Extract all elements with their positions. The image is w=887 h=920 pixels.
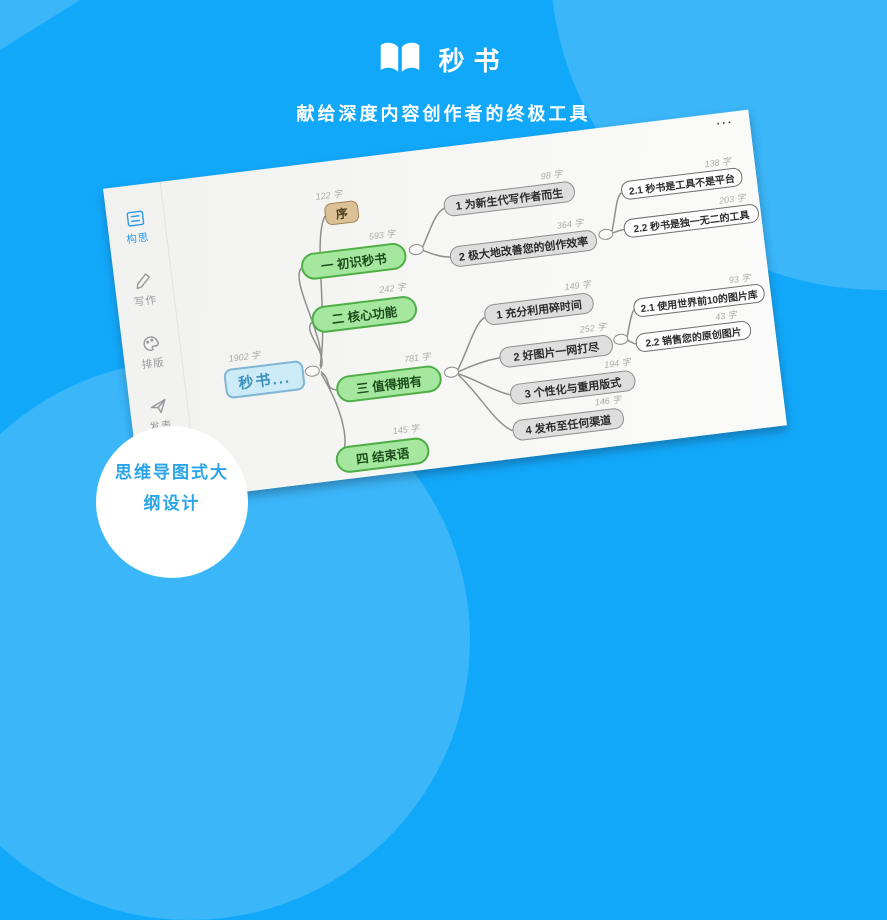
- sidebar-item-outline[interactable]: 构思: [123, 208, 150, 248]
- word-count-label: 98 字: [540, 168, 563, 182]
- pencil-icon: [136, 273, 151, 290]
- editor-card: ··· 构思 写作 排版: [103, 109, 787, 505]
- sidebar-item-label: 排版: [141, 356, 166, 372]
- sidebar-item-write[interactable]: 写作: [131, 270, 158, 310]
- outline-icon: [126, 210, 145, 227]
- app-title: 秒书: [438, 45, 509, 76]
- word-count-label: 43 字: [714, 309, 738, 323]
- palette-icon: [143, 336, 159, 351]
- sidebar-item-label: 写作: [133, 294, 158, 309]
- tagline: 献给深度内容创作者的终极工具: [296, 104, 591, 124]
- mindmap-canvas: 秒书... 1902 字 序 122 字 一 初识秒书 593 字 二 核心功能…: [165, 114, 787, 495]
- book-logo-icon: [381, 42, 420, 72]
- header: 秒书: [0, 40, 887, 78]
- send-icon: [150, 398, 166, 414]
- sidebar-item-publish[interactable]: 发表: [146, 395, 173, 435]
- feature-badge-text: 思维导图式大纲设计: [115, 463, 229, 513]
- word-count-label: 93 字: [728, 272, 751, 286]
- sidebar-item-label: 构思: [125, 231, 151, 247]
- mindmap-connectors: [298, 192, 637, 459]
- editor-sidebar: 构思 写作 排版 发表: [103, 181, 200, 505]
- sidebar-item-layout[interactable]: 排版: [138, 333, 165, 373]
- feature-badge-circle: 思维导图式大纲设计: [96, 426, 248, 578]
- mindmap-node-preface[interactable]: 序: [323, 199, 360, 226]
